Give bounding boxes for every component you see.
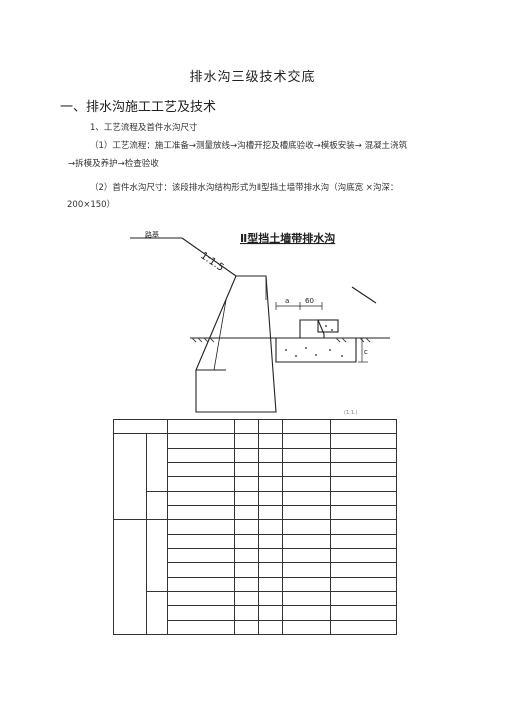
ditch-channel xyxy=(299,319,325,338)
document-title: 排水沟三级技术交底 xyxy=(189,70,316,85)
ground-hatch xyxy=(191,337,371,343)
process-flow-line2: →拆模及养护→检查验收 xyxy=(68,159,159,169)
dimension-a: a xyxy=(285,297,289,305)
ditch-size-line2: 200×150） xyxy=(67,200,116,210)
table-row xyxy=(114,619,397,636)
concrete-dots xyxy=(285,325,343,357)
table-row xyxy=(113,433,397,521)
section-heading: 一、排水沟施工工艺及技术 xyxy=(60,100,217,115)
table-row xyxy=(114,504,397,521)
table-row xyxy=(114,590,397,636)
process-flow-line1: （1）工艺流程：施工准备→测量放线→沟槽开挖及槽底验收→模板安装→ 混凝土浇筑 xyxy=(90,141,408,151)
figure-title: Ⅱ型挡土墙带排水沟 xyxy=(240,231,335,245)
scale-note: (1:1.) xyxy=(344,410,358,416)
table-row xyxy=(114,447,397,463)
table-row xyxy=(114,476,397,492)
table-row xyxy=(114,562,397,578)
slope-line xyxy=(181,237,237,277)
dimension-60: 60 xyxy=(305,297,314,305)
table-row xyxy=(113,519,397,635)
subsection-heading: 1、工艺流程及首件水沟尺寸 xyxy=(90,123,198,133)
inspection-table xyxy=(113,418,397,636)
table-row xyxy=(114,490,397,521)
retaining-wall-outline xyxy=(195,275,277,413)
retaining-wall-drawing: 路基 1:1.5 Ⅱ型挡土墙带排水沟 a 60 c (1:1.) xyxy=(130,230,390,416)
table-row xyxy=(113,418,397,435)
ditch-cover xyxy=(317,319,339,333)
table-row xyxy=(114,533,397,549)
table-row xyxy=(114,547,397,564)
ditch-size-line1: （2）首件水沟尺寸：该段排水沟结构形式为Ⅱ型挡土墙带排水沟（沟底宽 ×沟深： xyxy=(90,183,399,193)
dimension-c: c xyxy=(364,348,368,356)
slope-ratio-label: 1:1.5 xyxy=(198,250,225,273)
roadbed-label: 路基 xyxy=(145,230,159,239)
ditch-base xyxy=(275,338,357,363)
table-row xyxy=(114,461,397,478)
table-row xyxy=(114,605,397,621)
